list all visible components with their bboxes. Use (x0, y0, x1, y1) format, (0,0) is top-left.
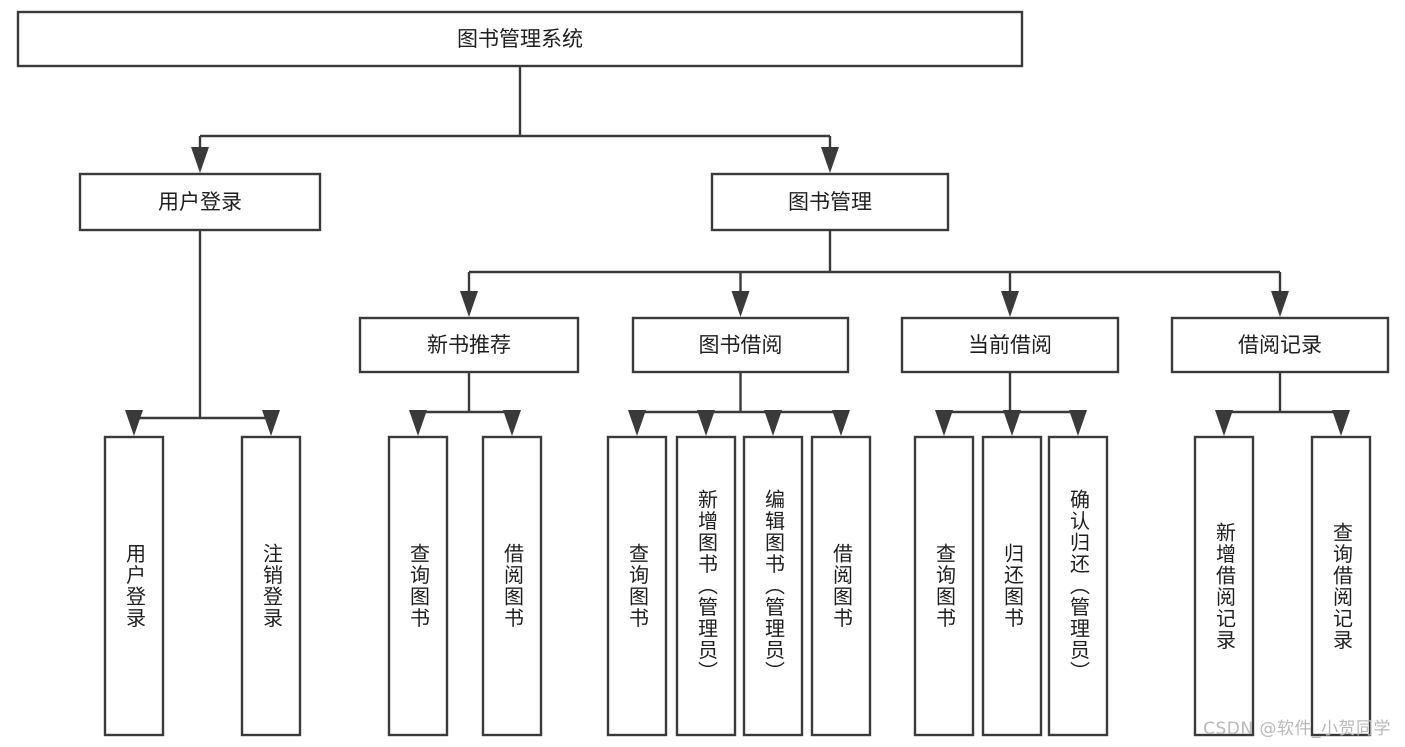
node-box-user-login[interactable] (78, 172, 322, 232)
node-box-current-borrow[interactable] (900, 316, 1120, 374)
node-box-leaf-edit-book[interactable] (742, 435, 804, 737)
node-label-new-book-rec: 新书推荐 (427, 333, 511, 357)
node-label-user-login: 用户登录 (158, 190, 242, 214)
node-box-leaf-user-login[interactable] (103, 435, 165, 737)
arrow-head-icon (821, 147, 839, 173)
arrow-head-icon (935, 410, 953, 436)
arrow-head-icon (191, 147, 209, 173)
arrow-head-icon (1069, 410, 1087, 436)
arrow-head-icon (1271, 291, 1289, 317)
box-layer (16, 10, 1390, 737)
arrow-head-icon (262, 410, 280, 436)
node-box-leaf-borrow-book-1[interactable] (481, 435, 543, 737)
node-label-root: 图书管理系统 (457, 27, 583, 51)
node-box-borrow-record[interactable] (1170, 316, 1390, 374)
node-label-current-borrow: 当前借阅 (968, 333, 1052, 357)
arrow-head-icon (1001, 291, 1019, 317)
node-box-leaf-logout[interactable] (240, 435, 302, 737)
arrow-head-icon (1332, 410, 1350, 436)
arrow-head-icon (409, 410, 427, 436)
arrow-head-icon (731, 291, 750, 317)
node-box-leaf-return-book[interactable] (981, 435, 1043, 737)
node-box-leaf-add-book[interactable] (675, 435, 737, 737)
node-label-book-manage: 图书管理 (788, 190, 872, 214)
node-box-leaf-borrow-book-2[interactable] (810, 435, 872, 737)
node-box-leaf-query-book-2[interactable] (606, 435, 668, 737)
node-label-book-borrow: 图书借阅 (699, 333, 783, 357)
node-box-root[interactable] (16, 10, 1024, 68)
node-box-book-borrow[interactable] (631, 316, 850, 374)
arrow-head-icon (503, 410, 521, 436)
node-box-leaf-confirm-return[interactable] (1047, 435, 1109, 737)
arrow-head-icon (125, 410, 143, 436)
arrow-head-icon (832, 410, 850, 436)
node-box-leaf-query-book-3[interactable] (913, 435, 975, 737)
node-box-leaf-query-book-1[interactable] (387, 435, 449, 737)
arrow-head-icon (764, 410, 782, 436)
arrow-head-icon (1003, 410, 1021, 436)
node-box-book-manage[interactable] (710, 172, 950, 232)
connector-layer (125, 66, 1350, 436)
arrow-head-icon (460, 291, 478, 317)
arrow-head-icon (1215, 410, 1233, 436)
node-box-new-book-rec[interactable] (358, 316, 580, 374)
arrow-head-icon (697, 410, 715, 436)
node-box-leaf-add-record[interactable] (1193, 435, 1255, 737)
csdn-watermark: CSDN @软件_小贺同学 (1203, 719, 1391, 739)
node-label-borrow-record: 借阅记录 (1238, 333, 1322, 357)
node-box-leaf-query-record[interactable] (1310, 435, 1372, 737)
arrow-head-icon (628, 410, 646, 436)
